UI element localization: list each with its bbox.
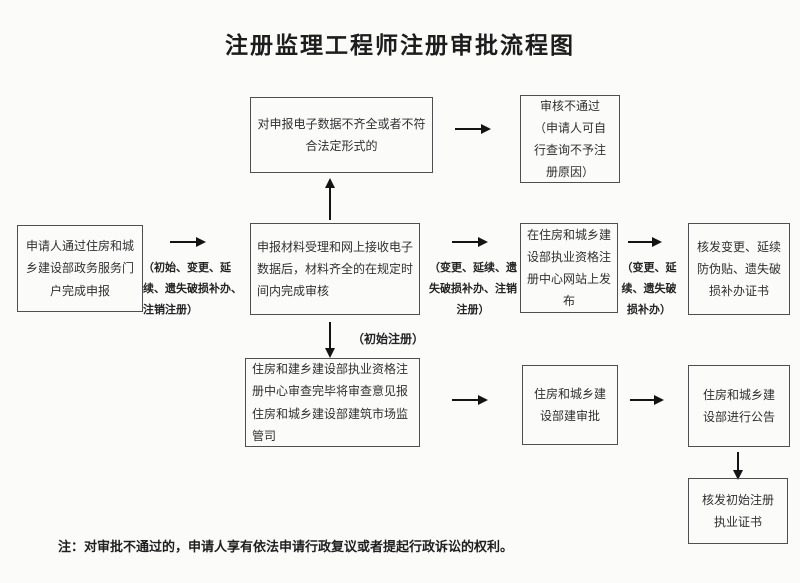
page-title: 注册监理工程师注册审批流程图	[225, 33, 575, 58]
node-announce: 住房和城乡建设部进行公告	[688, 365, 790, 447]
arrow-incomplete-to-fail-icon	[455, 124, 491, 134]
node-applicant: 申请人通过住房和城乡建设部政务服务门户完成申报	[17, 225, 143, 312]
label-publish-types: （变更、延续、遗失破损补办、注销注册）	[429, 262, 517, 316]
label-initial-only: （初始注册）	[352, 332, 425, 346]
label-apply-types: （初始、变更、延续、遗失破损补办、注销注册）	[143, 262, 242, 316]
node-review-fail: 审核不通过（申请人可自行查询不予注册原因）	[520, 95, 620, 183]
arrow-publish-to-issue-icon	[628, 237, 662, 247]
node-ministry-approve: 住房和城乡建设部建审批	[522, 365, 618, 445]
label-issue-types: （变更、延续、遗失破损补办）	[621, 262, 677, 316]
arrow-approve-to-announce-icon	[630, 395, 664, 405]
node-publish: 在住房和城乡建设部执业资格注册中心网站上发布	[520, 223, 618, 313]
arrow-acceptance-to-publish-icon	[452, 237, 488, 247]
arrow-review-to-approve-icon	[452, 395, 488, 405]
node-incomplete-data: 对申报电子数据不齐全或者不符合法定形式的	[250, 97, 433, 173]
node-center-review: 住房和建乡建设部执业资格注册中心审查完毕将审查意见报住房和城乡建设部建筑市场监管…	[245, 358, 420, 447]
arrow-announce-to-initial-cert-icon	[733, 452, 743, 480]
arrow-applicant-to-acceptance-icon	[170, 237, 206, 247]
node-acceptance: 申报材料受理和网上接收电子数据后，材料齐全的在规定时间内完成审核	[250, 223, 420, 315]
node-issue-initial-cert: 核发初始注册执业证书	[688, 478, 788, 544]
arrow-acceptance-to-incomplete-icon	[325, 178, 335, 220]
arrow-acceptance-to-center-review-icon	[325, 322, 335, 358]
node-issue-change-cert: 核发变更、延续防伪贴、遗失破损补办证书	[688, 223, 790, 315]
footnote: 注：对审批不通过的，申请人享有依法申请行政复议或者提起行政诉讼的权利。	[58, 539, 514, 554]
